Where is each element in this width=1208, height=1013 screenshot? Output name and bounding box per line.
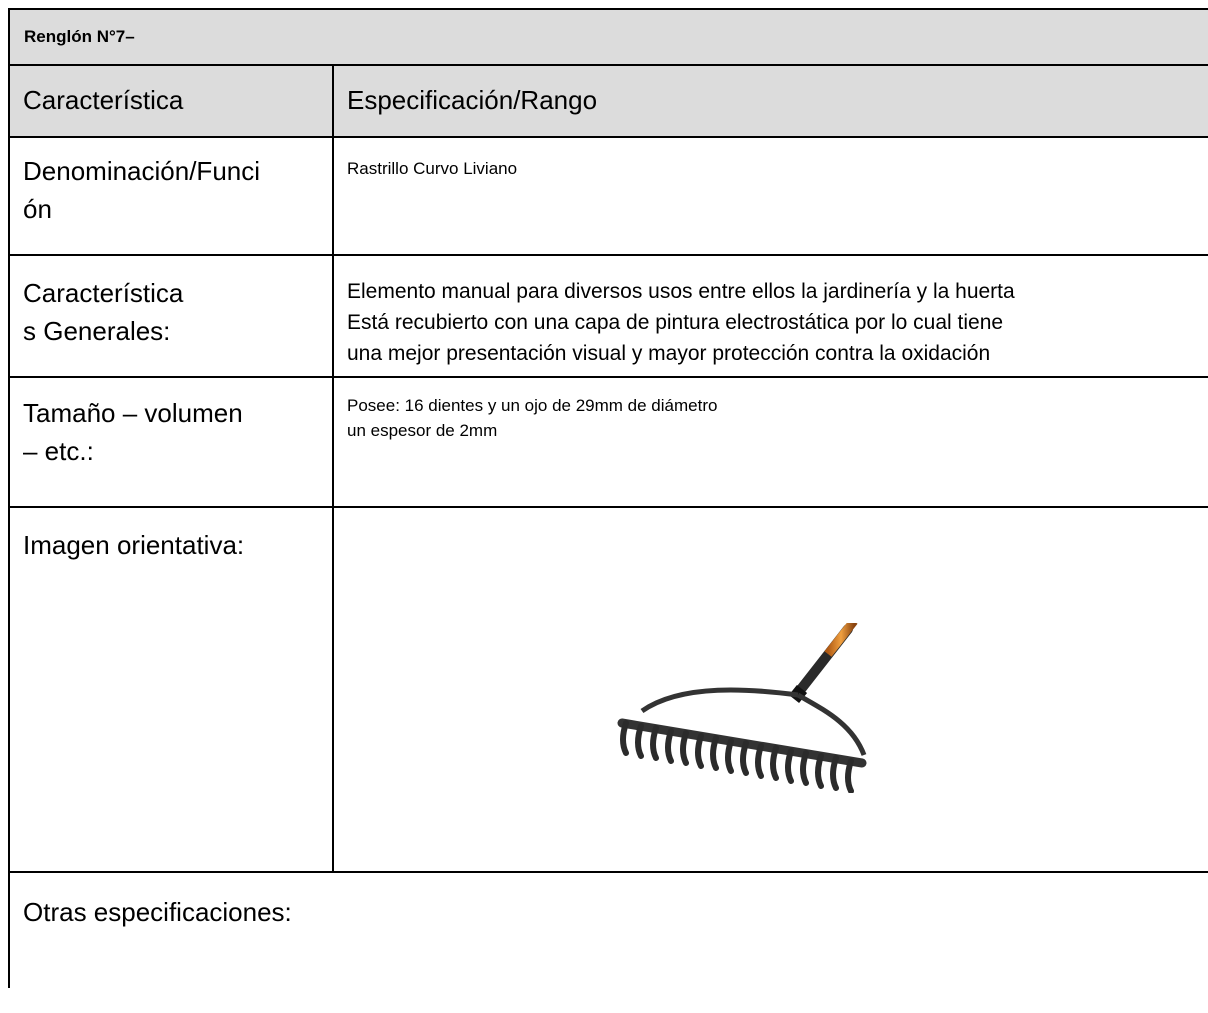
general-label-line2: s Generales: xyxy=(23,316,171,346)
denomination-label-line1: Denominación/Funci xyxy=(23,156,261,186)
size-label-line2: – etc.: xyxy=(23,436,94,466)
table-row-denomination: Denominación/Funci ón Rastrillo Curvo Li… xyxy=(10,138,1208,256)
header-specification-label: Especificación/Rango xyxy=(347,85,598,115)
other-specifications-label: Otras especificaciones: xyxy=(23,897,292,927)
denomination-label-line2: ón xyxy=(23,194,52,224)
size-value-cell: Posee: 16 dientes y un ojo de 29mm de di… xyxy=(334,378,1208,506)
image-label: Imagen orientativa: xyxy=(23,530,245,560)
general-value-line2: Está recubierto con una capa de pintura … xyxy=(347,311,1004,334)
image-label-cell: Imagen orientativa: xyxy=(10,508,334,871)
table-title-row: Renglón N°7– xyxy=(10,10,1208,66)
size-value-line1: Posee: 16 dientes y un ojo de 29mm de di… xyxy=(347,396,718,415)
general-value-line1: Elemento manual para diversos usos entre… xyxy=(347,280,1015,303)
general-value-line3: una mejor presentación visual y mayor pr… xyxy=(347,342,991,365)
table-row-image: Imagen orientativa: xyxy=(10,508,1208,873)
general-value-cell: Elemento manual para diversos usos entre… xyxy=(334,256,1208,376)
header-cell-characteristic: Característica xyxy=(10,66,334,136)
table-row-general: Característica s Generales: Elemento man… xyxy=(10,256,1208,378)
spec-table: Renglón N°7– Característica Especificaci… xyxy=(8,8,1208,988)
denomination-label-cell: Denominación/Funci ón xyxy=(10,138,334,254)
denomination-value: Rastrillo Curvo Liviano xyxy=(347,159,518,178)
table-header-row: Característica Especificación/Rango xyxy=(10,66,1208,138)
general-label-cell: Característica s Generales: xyxy=(10,256,334,376)
image-value-cell xyxy=(334,508,1208,871)
size-label-cell: Tamaño – volumen – etc.: xyxy=(10,378,334,506)
header-cell-specification: Especificación/Rango xyxy=(334,66,1208,136)
table-title: Renglón N°7– xyxy=(24,27,135,46)
rake-image xyxy=(602,618,902,798)
header-characteristic-label: Característica xyxy=(23,85,184,115)
table-row-size: Tamaño – volumen – etc.: Posee: 16 dient… xyxy=(10,378,1208,508)
denomination-value-cell: Rastrillo Curvo Liviano xyxy=(334,138,1208,254)
table-row-other: Otras especificaciones: xyxy=(10,873,1208,1013)
size-value-line2: un espesor de 2mm xyxy=(347,421,498,440)
general-label-line1: Característica xyxy=(23,278,184,308)
size-label-line1: Tamaño – volumen xyxy=(23,398,243,428)
